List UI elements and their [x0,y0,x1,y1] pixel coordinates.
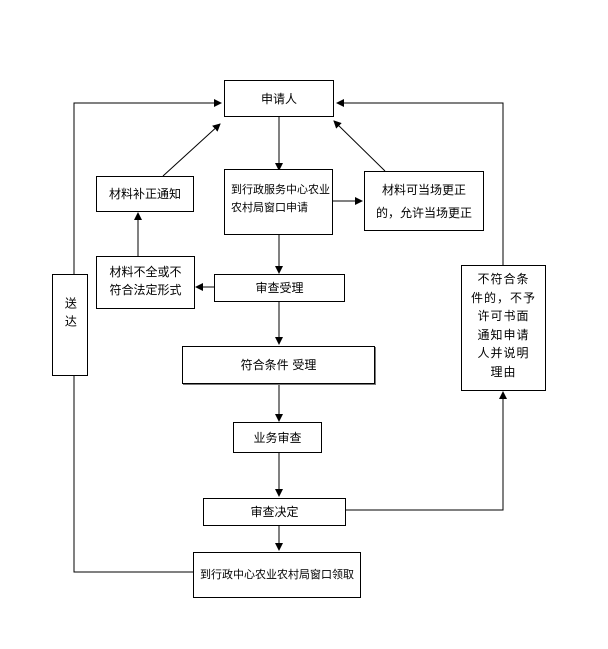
arrow-supplement-to-applicant [162,123,221,177]
node-applicant: 申请人 [224,80,334,117]
reject-label-line5: 人并说明 [477,346,530,361]
supplement-label: 材料补正通知 [108,187,181,201]
node-window-application: 到行政服务中心农业 农村局窗口申请 [224,169,333,235]
arrow-correct-to-applicant [333,120,386,172]
applicant-label: 申请人 [260,91,297,106]
accept-label: 符合条件 受理 [240,358,317,372]
node-review-decision: 审查决定 [203,498,346,526]
incomplete-label-line1: 材料不全或不 [109,265,182,279]
arrow-decision-to-reject [346,391,507,511]
node-eligible-accept: 符合条件 受理 [182,346,375,384]
decision-label: 审查决定 [250,505,299,519]
reject-label-line3: 许可书面 [477,309,530,324]
reject-label-line1: 不符合条 [477,272,530,286]
node-business-review: 业务审查 [233,422,322,453]
reject-label-line6: 理由 [490,364,517,379]
node-rejection-notice: 不符合条 件的，不予 许可书面 通知申请 人并说明 理由 [461,265,546,391]
correct-label-line1: 材料可当场更正 [381,183,466,197]
collect-label: 到行政中心农业农村局窗口领取 [200,567,354,581]
reject-label-line4: 通知申请 [477,327,530,342]
window-label-line1: 到行政服务中心农业 [231,183,330,196]
reject-label-line2: 件的，不予 [470,290,536,305]
node-correct-on-site: 材料可当场更正 的，允许当场更正 [364,171,484,231]
line-collect-to-deliver [73,376,193,573]
node-deliver: 送达 [52,274,88,376]
incomplete-label-line2: 符合法定形式 [109,283,182,297]
correct-label-line2: 的，允许当场更正 [375,205,472,220]
node-review-acceptance: 审查受理 [214,274,345,302]
window-label-line2: 农村局窗口申请 [231,200,308,214]
review-label: 审查受理 [255,281,304,295]
node-incomplete-materials: 材料不全或不 符合法定形式 [96,256,195,309]
node-supplement-notice: 材料补正通知 [96,176,194,212]
node-collect-at-window: 到行政中心农业农村局窗口领取 [193,552,361,598]
business-label: 业务审查 [253,430,302,445]
deliver-label: 送达 [63,297,78,333]
arrow-deliver-to-applicant [73,99,222,274]
arrow-reject-to-applicant [336,99,504,265]
